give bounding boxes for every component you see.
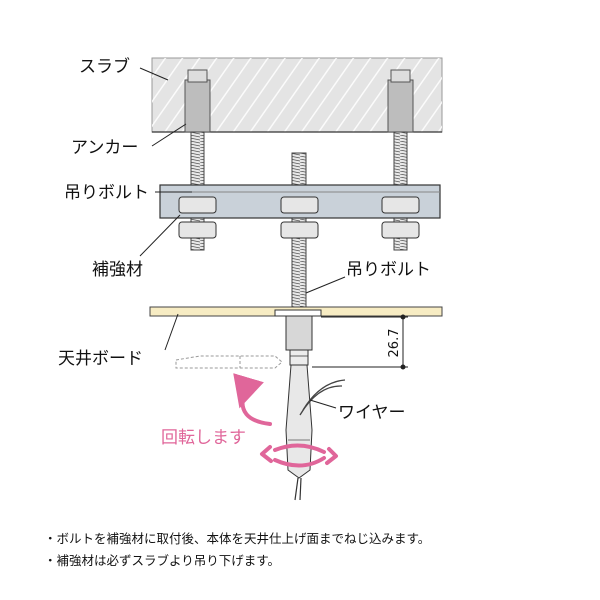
dimension-line (312, 314, 408, 370)
label-hanging-bolt-top: 吊りボルト (64, 183, 149, 203)
label-ceiling-board: 天井ボード (58, 349, 143, 369)
rotate-arrow-icon (233, 373, 338, 468)
label-slab: スラブ (79, 56, 130, 77)
ghost-fitting (175, 355, 283, 369)
wire-gripper (285, 364, 313, 501)
label-hanging-bolt-mid: 吊りボルト (346, 260, 431, 280)
anchor-left (184, 69, 211, 133)
anchor-right (387, 69, 414, 133)
nuts (178, 196, 420, 239)
hanging-bolt-center (291, 152, 307, 329)
leader-lines (139, 67, 346, 409)
wire (299, 379, 346, 416)
fitting-body (274, 309, 322, 366)
label-reinforcement: 補強材 (92, 260, 143, 280)
note-1: ・ボルトを補強材に取付後、本体を天井仕上げ面までねじ込みます。 (44, 531, 431, 546)
label-wire: ワイヤー (338, 403, 406, 423)
note-2: ・補強材は必ずスラブより吊り下げます。 (44, 553, 281, 568)
label-dimension: 26.7 (387, 329, 402, 358)
label-rotate: 回転します (161, 428, 246, 448)
label-anchor: アンカー (71, 138, 138, 158)
